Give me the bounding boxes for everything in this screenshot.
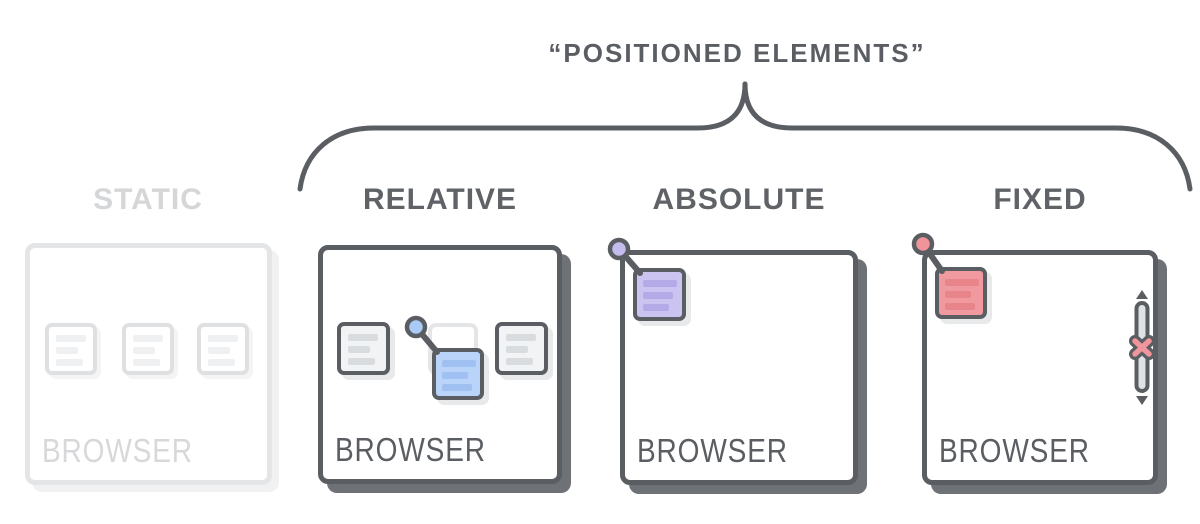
label-static: STATIC (93, 183, 203, 216)
card-text-line (56, 359, 83, 366)
label-absolute: ABSOLUTE (652, 183, 826, 216)
card-text-line (442, 384, 472, 391)
browser-box-static: BROWSER (25, 243, 272, 485)
absolute-card-icon (633, 268, 686, 321)
browser-box-fixed: BROWSER (922, 250, 1158, 485)
card-text-line (506, 358, 533, 365)
card-text-line (133, 359, 160, 366)
content-card-icon (337, 322, 390, 375)
card-text-line (348, 346, 370, 353)
browser-caption: BROWSER (637, 432, 788, 469)
content-card-icon (45, 323, 97, 375)
offset-card-icon (432, 348, 484, 400)
card-text-line (643, 304, 669, 311)
browser-caption: BROWSER (42, 432, 193, 469)
card-text-line (56, 347, 78, 354)
card-text-line (506, 346, 528, 353)
label-fixed: FIXED (993, 183, 1087, 216)
card-text-line (643, 280, 677, 287)
content-card-icon (495, 322, 548, 375)
browser-caption: BROWSER (335, 431, 486, 468)
card-text-line (208, 347, 230, 354)
fixed-card-icon (935, 267, 987, 319)
card-text-line (643, 292, 673, 299)
card-text-line (208, 335, 238, 342)
browser-box-relative: BROWSER (318, 245, 562, 484)
card-text-line (56, 335, 86, 342)
card-text-line (208, 359, 235, 366)
content-card-icon (197, 323, 249, 375)
card-text-line (442, 360, 476, 367)
card-text-line (506, 334, 536, 341)
label-relative: RELATIVE (362, 183, 518, 216)
card-text-line (133, 347, 155, 354)
content-card-icon (122, 323, 174, 375)
card-text-line (945, 291, 971, 298)
card-text-line (442, 372, 468, 379)
card-text-line (945, 279, 979, 286)
card-text-line (133, 335, 163, 342)
browser-caption: BROWSER (939, 432, 1090, 469)
card-text-line (348, 358, 375, 365)
card-text-line (348, 334, 378, 341)
card-text-line (945, 303, 975, 310)
diagram-title: “POSITIONED ELEMENTS” (548, 38, 926, 68)
browser-box-absolute: BROWSER (620, 250, 858, 485)
